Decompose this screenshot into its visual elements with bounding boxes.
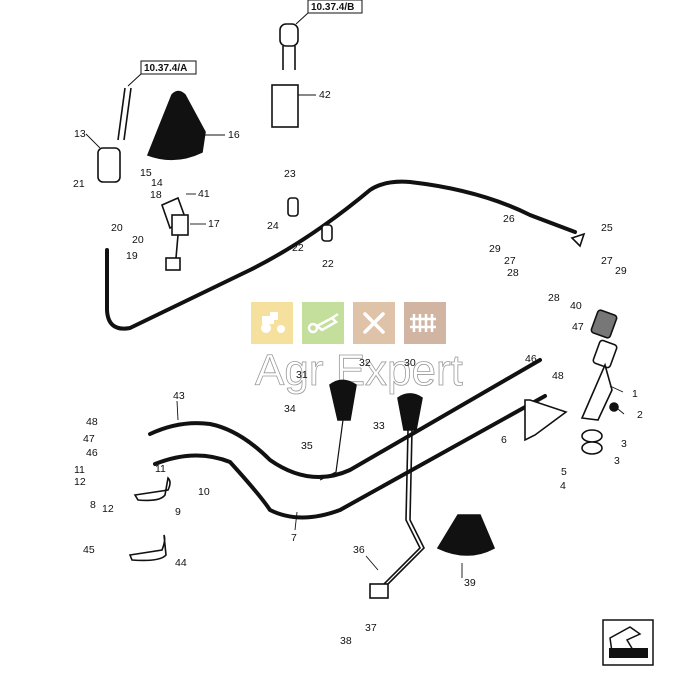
tools-icon	[363, 312, 385, 334]
callout-4: 4	[560, 480, 566, 492]
ref-a-label: 10.37.4/A	[144, 63, 187, 74]
ref-box-a[interactable]: 10.37.4/A	[140, 60, 197, 75]
callout-30: 30	[404, 357, 416, 369]
callout-48: 48	[86, 416, 98, 428]
callout-11b: 11	[155, 463, 166, 475]
pivot-25	[570, 232, 586, 248]
callout-14: 14	[151, 177, 163, 189]
next-page-button[interactable]	[602, 619, 654, 666]
pedal-pad-40	[590, 309, 618, 339]
callout-15: 15	[140, 167, 152, 179]
lever-42	[279, 23, 299, 47]
callout-28: 28	[507, 267, 519, 279]
callout-28b: 28	[548, 292, 560, 304]
callout-35: 35	[301, 440, 313, 452]
lever-13	[117, 87, 132, 141]
callout-10: 10	[198, 486, 210, 498]
callout-12b: 12	[102, 503, 114, 515]
callout-20: 20	[111, 222, 123, 234]
knob-31	[329, 379, 357, 421]
callout-11: 11	[74, 464, 85, 476]
callout-40: 40	[570, 300, 582, 312]
ref-box-b[interactable]: 10.37.4/B	[307, 0, 363, 14]
callout-17: 17	[208, 218, 220, 230]
clamp-23	[287, 197, 299, 217]
cable-7	[153, 394, 547, 520]
leader-lines	[85, 94, 625, 578]
callout-3b: 3	[614, 455, 620, 467]
callout-48b: 48	[552, 370, 564, 382]
callout-26: 26	[503, 213, 515, 225]
clamp-22	[321, 224, 333, 242]
boot-39	[436, 514, 496, 556]
watermark: Agr Expert	[251, 302, 463, 395]
callout-47b: 47	[572, 321, 584, 333]
callout-27: 27	[504, 255, 516, 267]
callout-21: 21	[73, 178, 85, 190]
callout-7: 7	[291, 532, 297, 544]
upper-cable	[105, 179, 577, 331]
callout-22b: 22	[322, 258, 334, 270]
callout-23: 23	[284, 168, 296, 180]
callout-13: 13	[74, 128, 86, 140]
callout-5: 5	[561, 466, 567, 478]
callout-29: 29	[489, 243, 501, 255]
pedal-1	[592, 339, 618, 369]
callout-20b: 20	[132, 234, 144, 246]
callout-27b: 27	[601, 255, 613, 267]
callout-39: 39	[464, 577, 476, 589]
nut-2	[609, 402, 619, 412]
callout-24: 24	[267, 220, 279, 232]
callout-46b: 46	[525, 353, 537, 365]
knob-30	[397, 393, 423, 431]
callout-1: 1	[632, 388, 638, 400]
cables	[105, 179, 577, 520]
callout-19: 19	[126, 250, 138, 262]
callout-31: 31	[296, 369, 308, 381]
callout-32: 32	[359, 357, 371, 369]
callout-9: 9	[175, 506, 181, 518]
boot-16	[146, 90, 206, 161]
bracket-6	[524, 399, 568, 442]
callout-42: 42	[319, 89, 331, 101]
bracket-9	[133, 476, 171, 502]
callout-3: 3	[621, 438, 627, 450]
lever-rod-36	[377, 429, 425, 591]
callout-8: 8	[90, 499, 96, 511]
callout-2: 2	[637, 409, 643, 421]
cable-43	[148, 358, 542, 480]
bushing-3	[581, 429, 603, 443]
wheelbarrow-icon	[307, 312, 339, 334]
ref-b-label: 10.37.4/B	[311, 2, 354, 13]
callout-45: 45	[83, 544, 95, 556]
callout-37: 37	[365, 622, 377, 634]
callout-6: 6	[501, 434, 507, 446]
callout-34: 34	[284, 403, 296, 415]
callout-18: 18	[150, 189, 162, 201]
callout-36: 36	[353, 544, 365, 556]
callouts: 1 2 3 3 4 5 6 7 8 9 10 11 11 12 12 13 14…	[73, 89, 643, 647]
parts	[97, 23, 619, 599]
callout-12: 12	[74, 476, 86, 488]
tractor-icon	[261, 312, 285, 333]
callout-41: 41	[198, 188, 210, 200]
callout-47: 47	[83, 433, 95, 445]
bracket-44	[128, 534, 167, 562]
callout-43: 43	[173, 390, 185, 402]
callout-33: 33	[373, 420, 385, 432]
callout-22: 22	[292, 242, 304, 254]
watermark-brand-text: Agr Expert	[255, 346, 463, 395]
callout-16: 16	[228, 129, 240, 141]
callout-29b: 29	[615, 265, 627, 277]
callout-25: 25	[601, 222, 613, 234]
callout-44: 44	[175, 557, 187, 569]
callout-46: 46	[86, 447, 98, 459]
fence-icon	[410, 314, 436, 332]
callout-38: 38	[340, 635, 352, 647]
